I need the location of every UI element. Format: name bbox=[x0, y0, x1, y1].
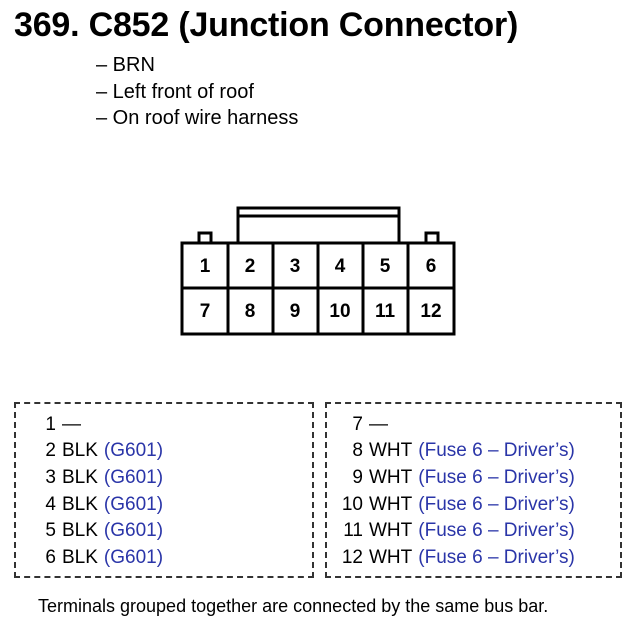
bus-bar-footnote: Terminals grouped together are connected… bbox=[38, 596, 549, 616]
ground-reference[interactable]: (G601) bbox=[103, 547, 164, 568]
cavity-label: 7 bbox=[200, 301, 211, 322]
ground-reference[interactable]: (G601) bbox=[103, 467, 164, 488]
cavity-label: 5 bbox=[380, 256, 391, 277]
pin-row: 7— bbox=[352, 414, 388, 435]
pin-row: 1— bbox=[45, 414, 81, 435]
cavity-label: 4 bbox=[335, 256, 346, 277]
fuse-reference[interactable]: (Fuse 6 – Driver’s) bbox=[418, 440, 575, 461]
cavity-label: 2 bbox=[245, 256, 256, 277]
fuse-reference[interactable]: (Fuse 6 – Driver’s) bbox=[418, 547, 575, 568]
cavity-label: 8 bbox=[245, 301, 256, 322]
right-tab bbox=[424, 231, 440, 243]
cavity-label: 6 bbox=[426, 256, 437, 277]
connector-latch bbox=[236, 206, 401, 242]
cavity-label: 3 bbox=[290, 256, 301, 277]
ground-reference[interactable]: (G601) bbox=[103, 440, 164, 461]
cavity-label: 1 bbox=[200, 256, 211, 277]
cavity-label: 11 bbox=[375, 301, 396, 322]
ground-reference[interactable]: (G601) bbox=[103, 520, 164, 541]
note-harness: – On roof wire harness bbox=[96, 107, 299, 129]
fuse-reference[interactable]: (Fuse 6 – Driver’s) bbox=[418, 494, 575, 515]
fuse-reference[interactable]: (Fuse 6 – Driver’s) bbox=[418, 520, 575, 541]
note-color: – BRN bbox=[96, 54, 155, 76]
left-tab bbox=[197, 231, 213, 243]
cavity-label: 12 bbox=[420, 301, 441, 322]
cavity-label: 9 bbox=[290, 301, 301, 322]
cavity-label: 10 bbox=[329, 301, 350, 322]
ground-reference[interactable]: (G601) bbox=[103, 494, 164, 515]
page-title: 369. C852 (Junction Connector) bbox=[14, 6, 519, 44]
fuse-reference[interactable]: (Fuse 6 – Driver’s) bbox=[418, 467, 575, 488]
connector-face-diagram: 1 2 3 4 5 6 7 8 9 10 11 12 bbox=[180, 206, 456, 336]
note-location: – Left front of roof bbox=[96, 80, 254, 103]
connector-notes: – BRN – Left front of roof – On roof wir… bbox=[96, 52, 298, 132]
